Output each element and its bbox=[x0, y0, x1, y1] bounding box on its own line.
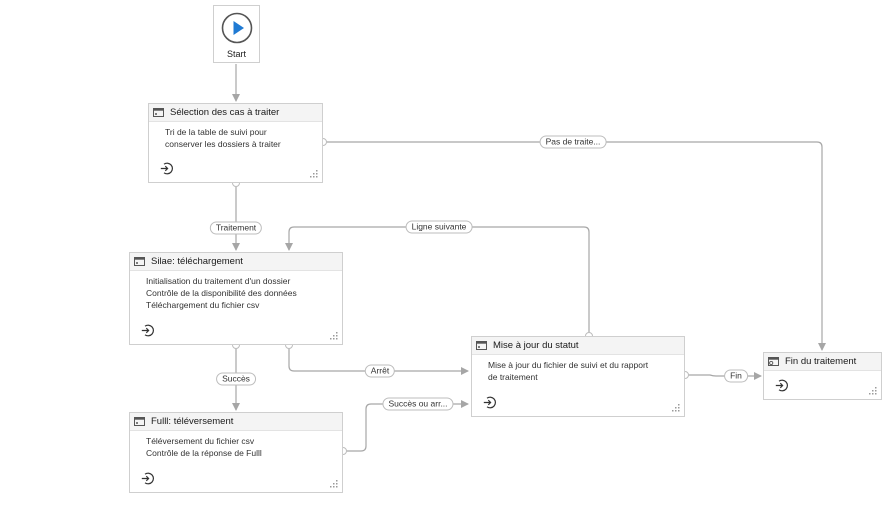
entry-icon[interactable] bbox=[483, 396, 496, 409]
transition-label-traitement[interactable]: Traitement bbox=[209, 221, 263, 235]
entry-icon[interactable] bbox=[775, 379, 788, 392]
state-description: Initialisation du traitement d'un dossie… bbox=[146, 276, 297, 310]
state-icon bbox=[134, 257, 145, 266]
state-title: Fulll: téléversement bbox=[151, 416, 234, 427]
transition-label-succes[interactable]: Succès bbox=[216, 372, 256, 386]
state-description: Mise à jour du fichier de suivi et du ra… bbox=[488, 360, 649, 382]
transition-label-ligne-suivante[interactable]: Ligne suivante bbox=[405, 220, 473, 234]
entry-icon[interactable] bbox=[141, 324, 154, 337]
entry-icon[interactable] bbox=[160, 162, 173, 175]
transition-label-pas-de-traitement[interactable]: Pas de traite... bbox=[539, 135, 607, 149]
state-icon bbox=[476, 341, 487, 350]
state-description: Tri de la table de suivi pour conserver … bbox=[165, 127, 281, 149]
resize-grip-icon[interactable] bbox=[672, 404, 680, 412]
state-description: Téléversement du fichier csv Contrôle de… bbox=[146, 436, 262, 458]
resize-grip-icon[interactable] bbox=[330, 332, 338, 340]
start-label: Start bbox=[226, 49, 246, 59]
state-silae[interactable]: Silae: téléchargement Initialisation du … bbox=[129, 252, 343, 345]
state-selection[interactable]: Sélection des cas à traiter Tri de la ta… bbox=[148, 103, 323, 183]
transition-label-fin[interactable]: Fin bbox=[724, 369, 748, 383]
state-icon bbox=[153, 108, 164, 117]
resize-grip-icon[interactable] bbox=[310, 170, 318, 178]
state-title: Fin du traitement bbox=[785, 356, 857, 367]
transition-label-arret[interactable]: Arrêt bbox=[364, 364, 396, 378]
wire-selection-to-fin[interactable] bbox=[323, 141, 826, 351]
wire-fulll-to-maj[interactable] bbox=[343, 400, 469, 452]
start-node[interactable]: Start bbox=[213, 5, 260, 63]
transition-label-succes-ou-arret[interactable]: Succès ou arr... bbox=[382, 397, 454, 411]
state-mise-a-jour[interactable]: Mise à jour du statut Mise à jour du fic… bbox=[471, 336, 685, 417]
state-title: Sélection des cas à traiter bbox=[170, 107, 280, 118]
wire-maj-to-fin[interactable] bbox=[685, 372, 762, 380]
state-title: Mise à jour du statut bbox=[493, 340, 579, 351]
state-title: Silae: téléchargement bbox=[151, 256, 243, 267]
state-fulll[interactable]: Fulll: téléversement Téléversement du fi… bbox=[129, 412, 343, 493]
play-icon bbox=[221, 12, 253, 44]
resize-grip-icon[interactable] bbox=[330, 480, 338, 488]
entry-icon[interactable] bbox=[141, 472, 154, 485]
resize-grip-icon[interactable] bbox=[869, 387, 877, 395]
wire-silae-to-maj[interactable] bbox=[288, 345, 469, 375]
final-state-icon bbox=[768, 357, 779, 366]
final-state-fin[interactable]: Fin du traitement bbox=[763, 352, 882, 400]
state-icon bbox=[134, 417, 145, 426]
